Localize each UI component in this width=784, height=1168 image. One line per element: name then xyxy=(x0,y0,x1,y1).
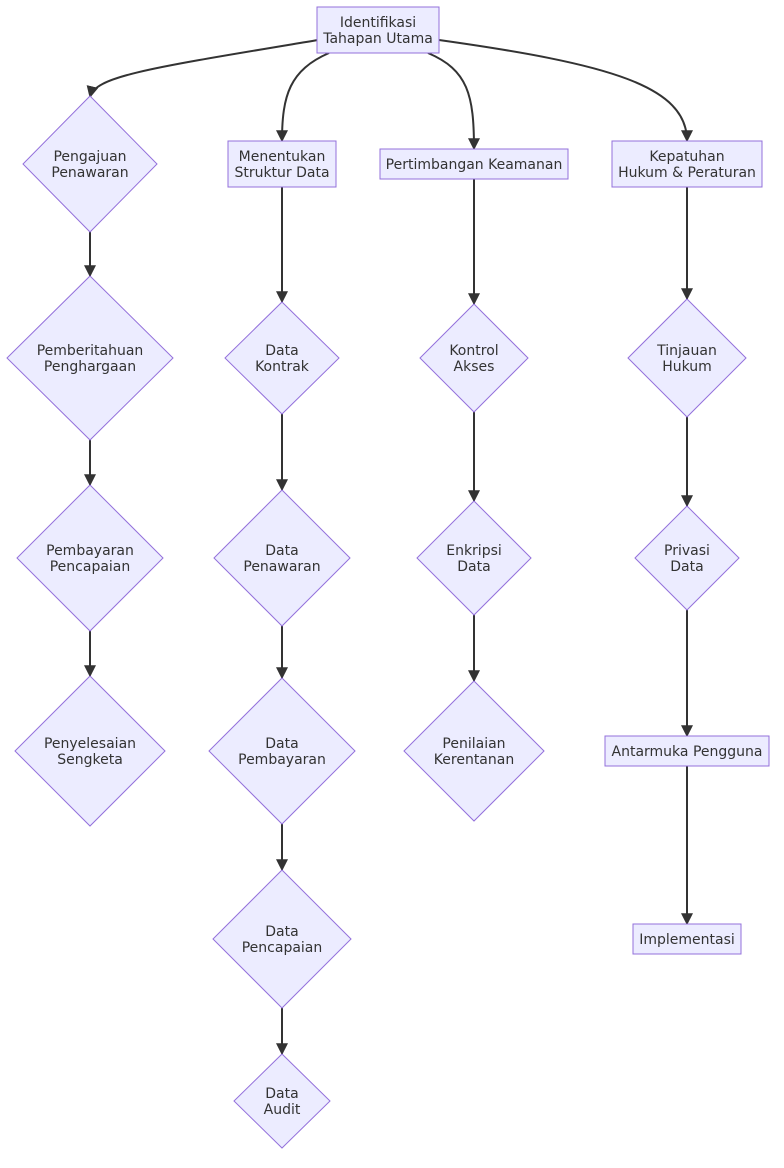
edge-root-to-pengajuan xyxy=(86,39,319,99)
node-label: Pertimbangan Keamanan xyxy=(386,157,563,173)
node-label: Pengajuan xyxy=(53,149,126,165)
decision-diamond xyxy=(634,505,740,611)
node-label: Pemberitahuan xyxy=(37,343,144,359)
node-label: Hukum xyxy=(662,359,712,375)
node-label: Penilaian xyxy=(442,736,505,752)
decision-diamond xyxy=(212,869,352,1009)
node-label: Tinjauan xyxy=(656,343,717,359)
process-box xyxy=(632,923,742,955)
node-label: Tahapan Utama xyxy=(322,31,433,47)
decision-diamond xyxy=(233,1053,331,1149)
node-label: Kontrak xyxy=(255,359,310,375)
node-label: Hukum & Peraturan xyxy=(618,165,756,181)
decision-diamond xyxy=(16,484,164,632)
edge-root-to-keamanan xyxy=(427,52,480,151)
process-box xyxy=(611,140,763,188)
node-label: Akses xyxy=(454,359,495,375)
node-label: Privasi xyxy=(664,543,710,559)
decision-diamond xyxy=(208,677,356,825)
edge-root-to-struktur xyxy=(276,52,330,143)
process-box xyxy=(604,735,770,767)
node-label: Pencapaian xyxy=(242,940,323,956)
decision-diamond xyxy=(419,303,529,413)
decision-diamond xyxy=(22,95,158,233)
decision-diamond xyxy=(213,489,351,627)
node-label: Struktur Data xyxy=(234,165,329,181)
node-label: Data xyxy=(265,924,298,940)
node-label: Kontrol xyxy=(449,343,498,359)
node-label: Data xyxy=(265,736,298,752)
node-label: Data xyxy=(265,1086,298,1102)
node-label: Pembayaran xyxy=(46,543,134,559)
edge-root-to-kepatuhan xyxy=(438,39,693,143)
node-label: Data xyxy=(457,559,490,575)
decision-diamond xyxy=(416,500,532,616)
node-label: Penawaran xyxy=(51,165,128,181)
node-label: Data xyxy=(265,343,298,359)
process-box xyxy=(379,148,569,180)
node-label: Sengketa xyxy=(57,752,123,768)
node-label: Pembayaran xyxy=(238,752,326,768)
node-label: Menentukan xyxy=(239,149,326,165)
node-label: Kerentanan xyxy=(434,752,514,768)
node-label: Data xyxy=(265,543,298,559)
node-label: Penawaran xyxy=(243,559,320,575)
node-label: Audit xyxy=(264,1102,301,1118)
node-label: Identifikasi xyxy=(340,15,416,31)
node-label: Penghargaan xyxy=(44,359,136,375)
node-keamanan: Pertimbangan Keamanan xyxy=(379,148,569,180)
node-antarmuka: Antarmuka Pengguna xyxy=(604,735,770,767)
edges xyxy=(84,39,693,1056)
node-label: Enkripsi xyxy=(446,543,502,559)
decision-diamond xyxy=(403,680,545,822)
node-label: Kepatuhan xyxy=(649,149,724,165)
node-label: Implementasi xyxy=(639,932,735,948)
decision-diamond xyxy=(224,301,340,415)
node-label: Penyelesaian xyxy=(44,736,136,752)
node-implementasi: Implementasi xyxy=(632,923,742,955)
node-label: Data xyxy=(670,559,703,575)
process-box xyxy=(316,6,440,54)
decision-diamond xyxy=(14,675,166,827)
decision-diamond xyxy=(6,275,174,441)
node-label: Antarmuka Pengguna xyxy=(612,744,763,760)
decision-diamond xyxy=(627,298,747,418)
process-box xyxy=(227,140,337,188)
node-label: Pencapaian xyxy=(50,559,131,575)
